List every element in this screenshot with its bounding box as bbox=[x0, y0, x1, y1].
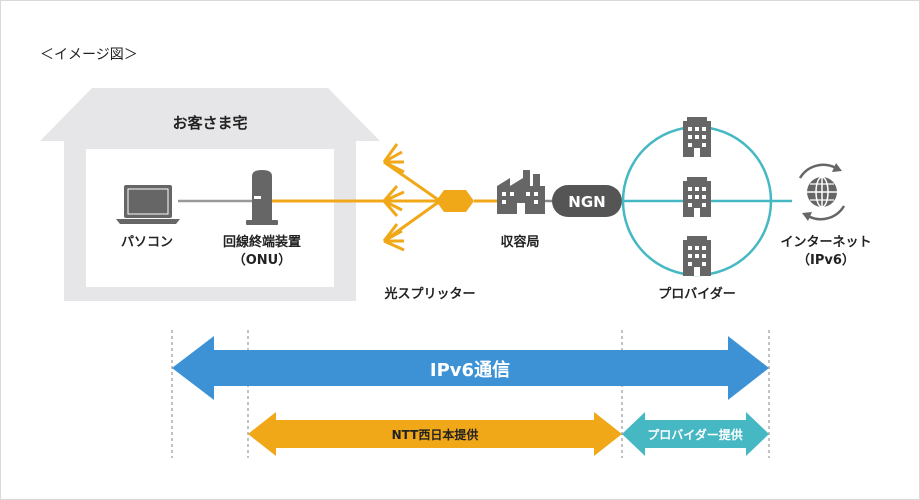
splitter-node bbox=[436, 190, 474, 212]
building-icon bbox=[683, 177, 711, 217]
internet-label: インターネット bbox=[780, 235, 871, 250]
onu-label: 回線終端装置 bbox=[223, 234, 301, 250]
onu-label-sub: （ONU） bbox=[233, 252, 292, 268]
onu-icon bbox=[246, 170, 278, 225]
splitter-branches bbox=[382, 143, 441, 252]
diagram-caption: ＜イメージ図＞ bbox=[40, 47, 138, 63]
factory-icon bbox=[497, 170, 545, 214]
office-label: 収容局 bbox=[500, 234, 539, 250]
building-icon bbox=[683, 117, 711, 157]
ngn-label: NGN bbox=[568, 193, 605, 211]
pc-label: パソコン bbox=[121, 235, 173, 250]
ntt-arrow bbox=[248, 412, 622, 456]
building-icon bbox=[683, 236, 711, 276]
internet-label-sub: （IPv6） bbox=[797, 252, 855, 268]
provider-label: プロバイダー bbox=[658, 286, 735, 302]
house-interior bbox=[86, 149, 334, 287]
globe-icon bbox=[795, 163, 849, 221]
ngn-node bbox=[552, 185, 622, 217]
laptop-icon bbox=[116, 185, 180, 224]
house-label: お客さま宅 bbox=[172, 114, 247, 132]
house-roof bbox=[40, 88, 380, 141]
customer-house bbox=[40, 88, 380, 301]
ipv6-arrow bbox=[172, 336, 769, 400]
splitter-label: 光スプリッター bbox=[383, 286, 475, 302]
provider-arrow bbox=[622, 412, 769, 456]
ipv6-arrow-label: IPv6通信 bbox=[430, 359, 510, 381]
provider-arrow-label: プロバイダー提供 bbox=[647, 427, 743, 442]
ntt-arrow-label: NTT西日本提供 bbox=[392, 427, 479, 442]
